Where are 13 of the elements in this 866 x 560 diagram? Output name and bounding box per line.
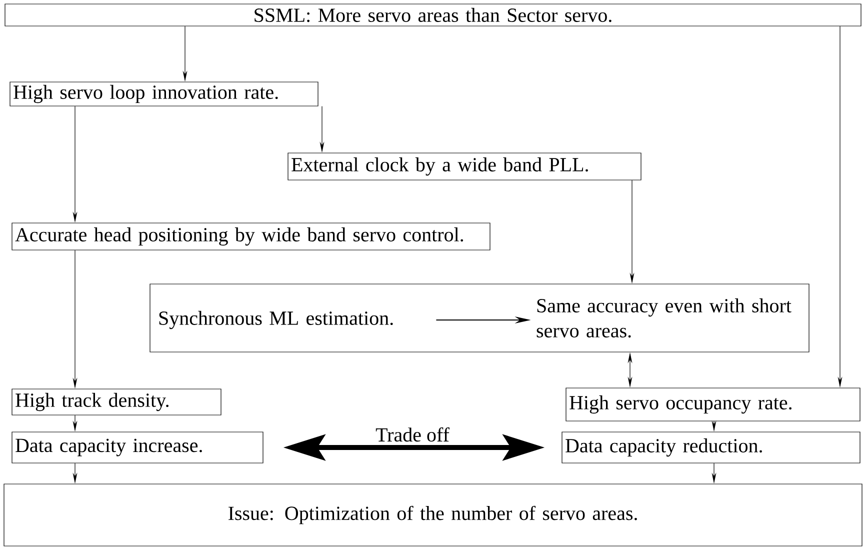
process-box: High track density. [12,388,222,416]
process-box: High servo occupancy rate. [566,388,860,422]
process-box: Accurate head positioning by wide band servo control. [12,222,490,250]
process-box: SSML: More servo areas than Sector servo. [4,4,862,26]
process-box: External clock by a wide band PLL. [288,152,642,180]
process-box: High servo loop innovation rate. [10,82,318,106]
box-text: Same accuracy even with short servo areas. [536,298,792,338]
group-box [150,284,810,352]
process-box: Data capacity reduction. [562,432,860,464]
process-box: Data capacity increase. [12,432,264,464]
process-box: Issue: Optimization of the number of servo areas. [4,484,862,546]
box-text: Synchronous ML estimation. [159,310,393,330]
edge-label: Trade off [376,427,450,442]
